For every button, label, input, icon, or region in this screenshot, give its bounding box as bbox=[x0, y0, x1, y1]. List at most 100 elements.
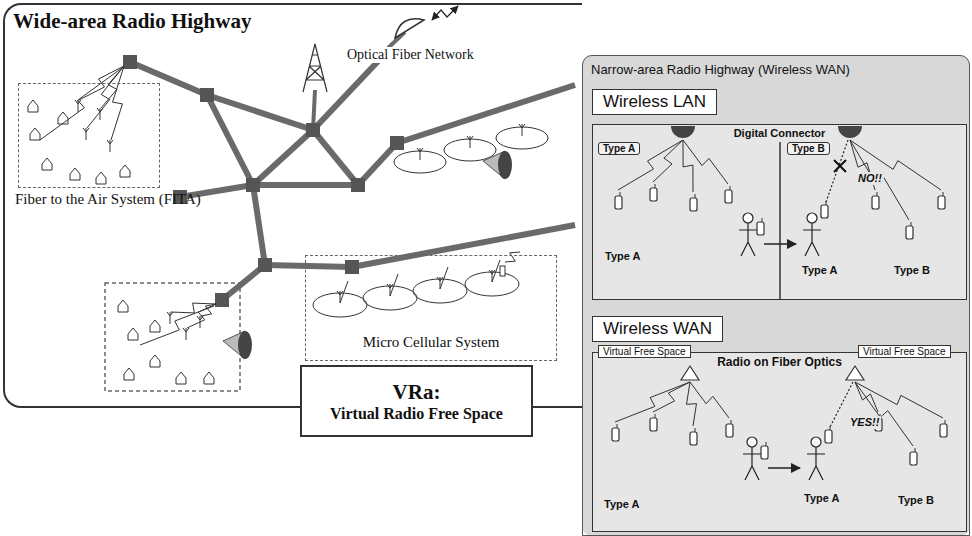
house-icon bbox=[204, 372, 214, 384]
house-icon bbox=[70, 168, 80, 180]
panel-ground bbox=[582, 55, 970, 536]
house-icon bbox=[118, 300, 128, 312]
signal-zigzag bbox=[683, 140, 693, 192]
person-figure bbox=[743, 447, 761, 480]
signal-zigzag bbox=[683, 140, 728, 184]
title-box: VRa:Virtual Radio Free Space bbox=[300, 365, 533, 437]
cell-feeder bbox=[440, 267, 448, 289]
phone-antenna bbox=[655, 184, 656, 188]
terminal-label: Type A bbox=[802, 492, 841, 505]
cone-end bbox=[238, 331, 252, 359]
person-head bbox=[743, 213, 753, 223]
panel-title: Wide-area Radio Highway bbox=[13, 9, 251, 34]
phone-antenna bbox=[911, 222, 912, 226]
antenna-icon bbox=[337, 291, 343, 303]
signal-zigzag bbox=[140, 306, 214, 345]
antenna-icon bbox=[417, 148, 423, 160]
fiber-link bbox=[130, 62, 207, 95]
tag-text: Type B bbox=[792, 143, 825, 154]
phone-icon bbox=[940, 424, 947, 437]
box-body: Virtual Radio Free Space bbox=[330, 405, 503, 423]
phone-antenna bbox=[620, 192, 621, 196]
fita-region-outline bbox=[105, 283, 240, 391]
fiber-link bbox=[207, 95, 253, 185]
region-label: Fiber to the Air System (FITA) bbox=[15, 191, 201, 208]
signal-zigzag bbox=[615, 382, 690, 422]
antenna-icon bbox=[489, 270, 495, 282]
fiber-link bbox=[253, 130, 313, 185]
antenna-icon bbox=[467, 136, 473, 148]
fiber-link bbox=[313, 130, 358, 185]
signal-zigzag bbox=[855, 382, 943, 418]
region-label: Micro Cellular System bbox=[306, 334, 556, 351]
network-label: Optical Fiber Network bbox=[345, 47, 476, 63]
fiber-link bbox=[253, 182, 358, 188]
house-icon bbox=[128, 328, 138, 340]
cellular-region: Micro Cellular System bbox=[305, 255, 557, 361]
house-icon bbox=[28, 100, 38, 112]
house-icon bbox=[30, 128, 40, 140]
signal-zigzag bbox=[850, 140, 941, 190]
house-icon bbox=[176, 372, 186, 384]
signal-zigzag bbox=[111, 66, 124, 140]
fiber-link bbox=[397, 85, 575, 143]
fiber-link bbox=[352, 225, 575, 267]
type-tag: Type A bbox=[598, 142, 640, 155]
section-label: Wireless LAN bbox=[592, 89, 717, 115]
antenna-icon bbox=[83, 128, 89, 140]
fiber-link bbox=[253, 185, 265, 265]
cell-feeder bbox=[340, 281, 348, 303]
fiber-link bbox=[313, 56, 383, 130]
region-panel: Wide-area Radio HighwayFiber to the Air … bbox=[3, 3, 582, 408]
signal-zigzag bbox=[40, 68, 122, 140]
antenna-icon bbox=[183, 328, 189, 340]
satellite-dish bbox=[395, 19, 424, 38]
cell-feeder bbox=[492, 260, 500, 282]
phone-antenna bbox=[617, 424, 618, 428]
network-node bbox=[246, 178, 260, 192]
cell-divider bbox=[779, 142, 781, 300]
panel-title: Narrow-area Radio Highway (Wireless WAN) bbox=[591, 62, 850, 77]
signal-zigzag bbox=[850, 140, 909, 220]
antenna-icon bbox=[437, 277, 443, 289]
access-point bbox=[838, 126, 862, 138]
house-icon bbox=[124, 368, 134, 380]
signal-zigzag bbox=[87, 66, 124, 128]
signal-zigzag bbox=[690, 382, 729, 418]
network-node bbox=[306, 123, 320, 137]
phone-icon bbox=[825, 430, 832, 443]
tag-text: Virtual Free Space bbox=[603, 346, 686, 357]
phone-antenna bbox=[766, 442, 767, 446]
section-title: Wireless WAN bbox=[603, 319, 712, 339]
phone-antenna bbox=[762, 218, 763, 222]
phone-antenna bbox=[731, 420, 732, 424]
cross-mark bbox=[834, 160, 846, 172]
signal-zigzag bbox=[855, 382, 913, 446]
signal-zigzag bbox=[187, 304, 216, 328]
network-node bbox=[123, 55, 137, 69]
phone-icon bbox=[650, 188, 657, 201]
phone-antenna bbox=[695, 194, 696, 198]
terminal-label: Type B bbox=[892, 264, 932, 277]
phone-antenna bbox=[943, 192, 944, 196]
phone-icon bbox=[650, 418, 657, 431]
radio-tower bbox=[303, 44, 327, 92]
antenna-icon bbox=[107, 140, 113, 152]
person-head bbox=[747, 437, 757, 447]
antenna-icon bbox=[167, 312, 173, 324]
result-mark: NO!! bbox=[856, 172, 884, 185]
frame-ground bbox=[592, 124, 967, 300]
terminal-label: Type A bbox=[603, 250, 642, 263]
phone-antenna bbox=[695, 428, 696, 432]
signal-zigzag bbox=[653, 382, 690, 412]
antenna-icon bbox=[387, 284, 393, 296]
house-icon bbox=[42, 158, 52, 170]
phone-icon bbox=[690, 198, 697, 211]
network-node bbox=[258, 258, 272, 272]
frame-ground bbox=[592, 352, 967, 532]
uplink-arrow bbox=[432, 6, 458, 20]
antenna-triangle bbox=[846, 366, 864, 380]
phone-icon bbox=[938, 196, 945, 209]
network-node bbox=[345, 260, 359, 274]
